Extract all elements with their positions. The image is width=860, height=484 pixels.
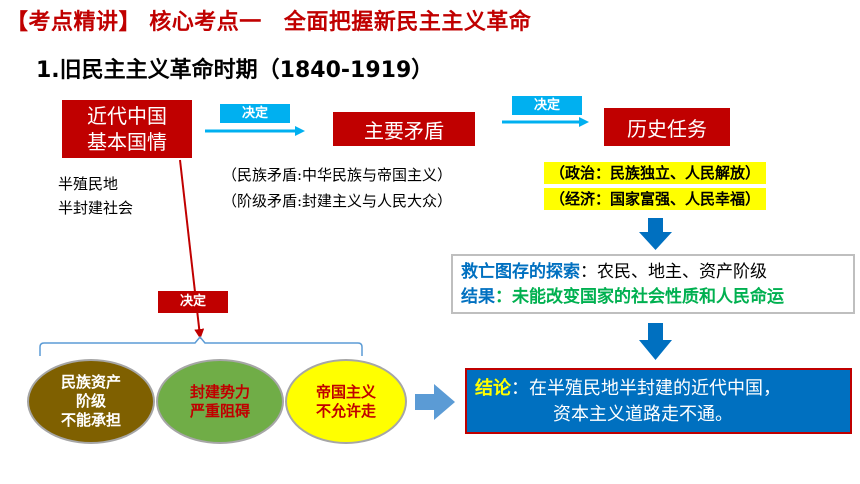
- cause-bourgeoisie: 民族资产 阶级 不能承担: [27, 359, 155, 444]
- decide-label-red: 决定: [158, 291, 228, 313]
- cause-bourgeoisie-line1: 民族资产: [60, 373, 121, 391]
- task-economy: （经济：国家富强、人民幸福）: [544, 188, 767, 210]
- historical-task-box: 历史任务: [604, 108, 730, 146]
- down-arrow-2: [639, 323, 672, 360]
- header-core: 核心考点一: [149, 10, 262, 35]
- cause-bourgeoisie-line3: 不能承担: [60, 411, 121, 429]
- conclusion-label: 结论: [475, 378, 511, 399]
- task-politics: （政治：民族独立、人民解放）: [544, 162, 767, 184]
- header-topic: 全面把握新民主主义革命: [283, 10, 532, 35]
- cause-feudal-line1: 封建势力: [189, 382, 250, 401]
- cause-imperialism-line1: 帝国主义: [315, 382, 376, 401]
- contradiction-class: （阶级矛盾:封建主义与人民大众）: [222, 192, 453, 210]
- cause-feudal-line2: 严重阻碍: [189, 401, 250, 420]
- contradictions-text: （民族矛盾:中华民族与帝国主义） （阶级矛盾:封建主义与人民大众）: [222, 162, 452, 214]
- result-text: ：未能改变国家的社会性质和人民命运: [495, 287, 784, 307]
- exploration-line: 救亡图存的探索：农民、地主、资产阶级: [461, 260, 845, 285]
- header-tag: 【考点精讲】: [6, 10, 142, 35]
- section-title: 1.旧民主主义革命时期（1840-1919）: [36, 58, 434, 83]
- cause-imperialism: 帝国主义 不允许走: [285, 359, 407, 444]
- result-line: 结果：未能改变国家的社会性质和人民命运: [461, 285, 845, 310]
- cause-bourgeoisie-line2: 阶级: [75, 392, 106, 410]
- nature-line2: 半封建社会: [58, 199, 134, 217]
- exploration-text: ：农民、地主、资产阶级: [580, 262, 767, 282]
- right-arrow: [415, 384, 455, 420]
- exploration-box: 救亡图存的探索：农民、地主、资产阶级 结果：未能改变国家的社会性质和人民命运: [451, 254, 855, 314]
- national-condition-line2: 基本国情: [87, 130, 167, 154]
- conclusion-box: 结论：在半殖民地半封建的近代中国， 资本主义道路走不通。: [465, 368, 852, 434]
- conclusion-text1: ：在半殖民地半封建的近代中国，: [511, 378, 781, 399]
- contradiction-national: （民族矛盾:中华民族与帝国主义）: [222, 166, 453, 184]
- conclusion-line2: 资本主义道路走不通。: [553, 404, 733, 425]
- nature-line1: 半殖民地: [58, 175, 119, 193]
- cause-imperialism-line2: 不允许走: [315, 401, 376, 420]
- down-arrow-1: [639, 218, 672, 250]
- conclusion-line1: 结论：在半殖民地半封建的近代中国，: [475, 376, 842, 402]
- decide-label-2: 决定: [512, 96, 582, 115]
- causes-bracket: [39, 335, 363, 356]
- society-nature: 半殖民地 半封建社会: [58, 172, 133, 220]
- result-label: 结果: [461, 287, 495, 307]
- national-condition-line1: 近代中国: [87, 104, 167, 128]
- slide-header: 【考点精讲】 核心考点一 全面把握新民主主义革命: [6, 4, 531, 36]
- main-contradiction-box: 主要矛盾: [333, 112, 475, 146]
- national-condition-box: 近代中国 基本国情: [62, 100, 192, 158]
- decide-label-1: 决定: [220, 104, 290, 123]
- cause-feudal: 封建势力 严重阻碍: [156, 359, 284, 444]
- exploration-label: 救亡图存的探索: [461, 262, 580, 282]
